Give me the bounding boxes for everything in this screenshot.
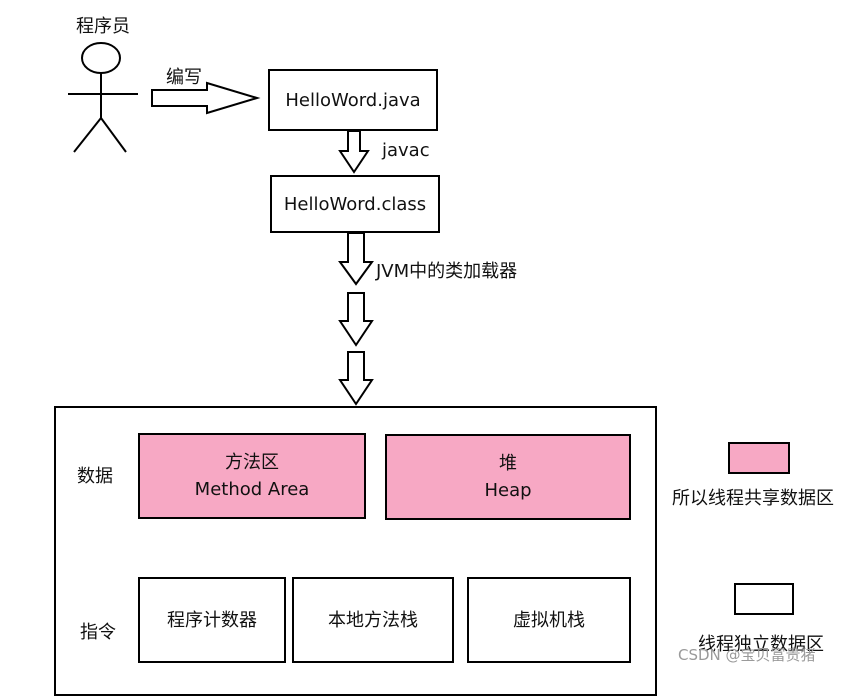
native-stack-label: 本地方法栈 (328, 609, 418, 631)
write-label: 编写 (166, 67, 202, 88)
pc-register-label: 程序计数器 (167, 609, 257, 631)
heap-en: Heap (484, 480, 532, 501)
diagram-graphics (68, 42, 374, 406)
class-file-label: HelloWord.class (283, 193, 427, 215)
method-area-en: Method Area (194, 479, 310, 500)
instr-row-label: 指令 (80, 622, 116, 643)
shared-legend-swatch (728, 442, 790, 474)
programmer-figure (68, 42, 138, 153)
loader-arrow-1 (338, 232, 374, 286)
shared-legend-label: 所以线程共享数据区 (672, 488, 834, 509)
heap-cn: 堆 (499, 453, 517, 474)
vm-stack-label: 虚拟机栈 (513, 609, 585, 631)
loader-arrow-3 (338, 351, 374, 406)
pc-register-box: 程序计数器 (138, 577, 286, 663)
class-loader-label: JVM中的类加载器 (376, 261, 518, 282)
loader-arrow-2 (338, 292, 374, 347)
java-source-box: HelloWord.java (268, 69, 438, 131)
java-source-label: HelloWord.java (285, 89, 421, 111)
private-legend-label: 线程独立数据区 (698, 634, 824, 655)
class-file-box: HelloWord.class (270, 175, 440, 233)
method-area-cn: 方法区 (225, 452, 279, 473)
data-row-label: 数据 (77, 466, 113, 487)
javac-label: javac (382, 140, 430, 161)
heap-box: 堆 Heap (385, 434, 631, 520)
private-legend-swatch (734, 583, 794, 615)
javac-arrow (338, 130, 370, 174)
csdn-watermark: CSDN @宝贝富贵猪 (678, 646, 816, 664)
vm-stack-box: 虚拟机栈 (467, 577, 631, 663)
method-area-box: 方法区 Method Area (138, 433, 366, 519)
write-arrow (151, 81, 261, 115)
programmer-label: 程序员 (76, 16, 130, 37)
native-stack-box: 本地方法栈 (292, 577, 454, 663)
